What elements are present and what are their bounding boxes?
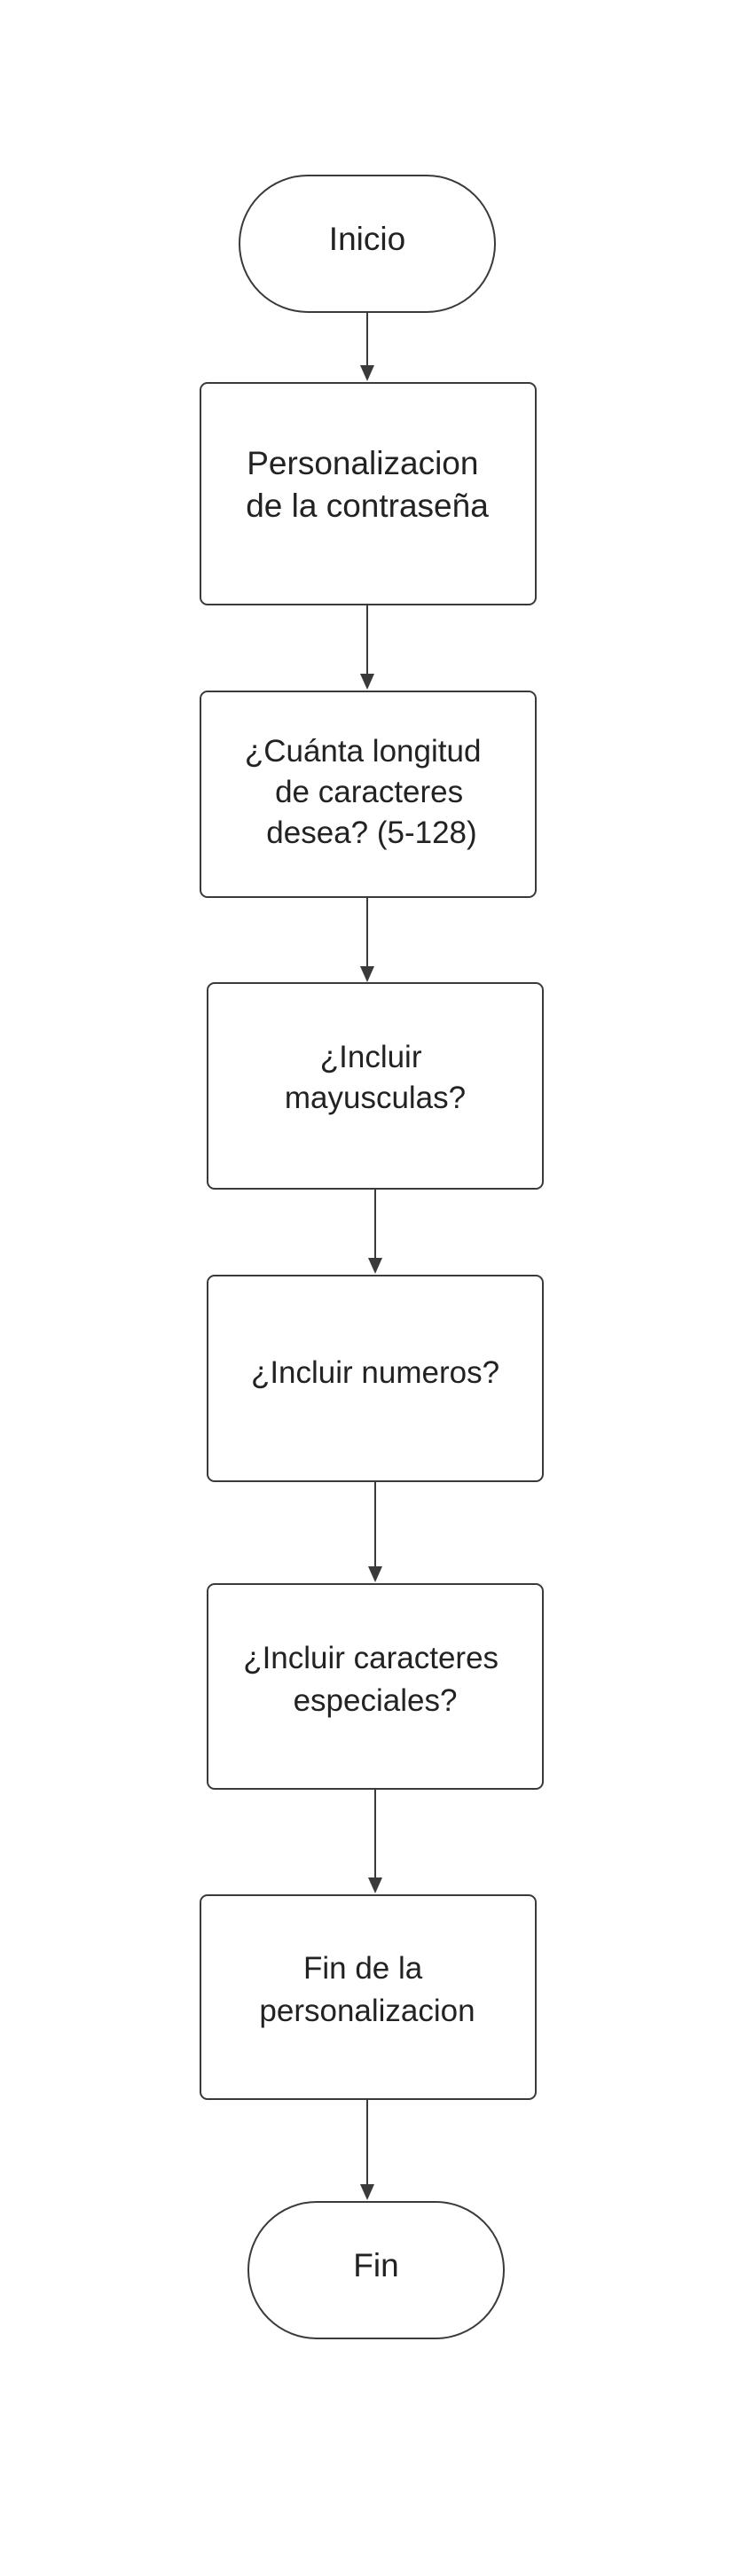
node-personalizacion: Personalizacion de la contraseña: [200, 382, 537, 605]
edge-fin-personalizacion-fin: [360, 2099, 374, 2200]
node-especiales-label: ¿Incluir caracteres especiales?: [243, 1641, 507, 1718]
node-especiales: ¿Incluir caracteres especiales?: [207, 1583, 544, 1790]
node-mayusculas-label: ¿Incluir mayusculas?: [285, 1040, 466, 1115]
node-longitud-label: ¿Cuánta longitud de caracteres desea? (5…: [245, 734, 490, 850]
edge-personalizacion-longitud: [360, 605, 374, 690]
edge-inicio-personalizacion: [360, 312, 374, 381]
node-inicio: Inicio: [239, 175, 496, 313]
node-fin-personalizacion: Fin de la personalizacion: [200, 1894, 537, 2100]
edge-longitud-mayusculas: [360, 897, 374, 982]
node-numeros: ¿Incluir numeros?: [207, 1275, 544, 1482]
node-personalizacion-label: Personalizacion de la contraseña: [246, 445, 489, 524]
edge-especiales-fin-personalizacion: [368, 1789, 382, 1893]
node-mayusculas: ¿Incluir mayusculas?: [207, 982, 544, 1190]
node-numeros-label: ¿Incluir numeros?: [251, 1355, 499, 1390]
node-fin: Fin: [247, 2201, 505, 2339]
node-fin-personalizacion-label: Fin de la personalizacion: [259, 1951, 475, 2028]
edge-mayusculas-numeros: [368, 1189, 382, 1274]
node-inicio-label: Inicio: [329, 221, 405, 257]
edge-numeros-especiales: [368, 1481, 382, 1582]
node-longitud: ¿Cuánta longitud de caracteres desea? (5…: [200, 691, 537, 898]
node-fin-label: Fin: [353, 2247, 398, 2283]
